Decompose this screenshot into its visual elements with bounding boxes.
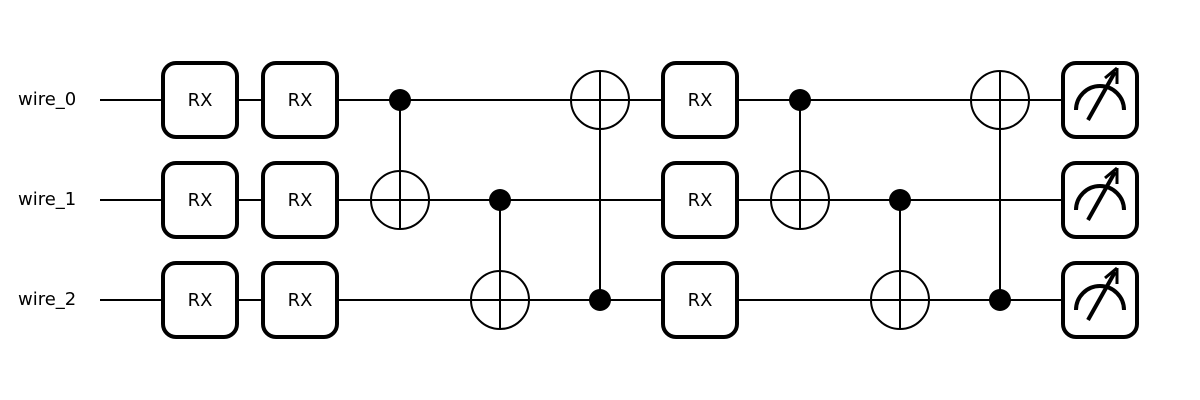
rx-gate-label: RX <box>688 190 713 211</box>
meter-needle-icon <box>1086 171 1117 221</box>
meter-arrowhead-icon <box>1104 166 1119 184</box>
rx-gate-label: RX <box>188 290 213 311</box>
meter-arc-icon <box>1074 184 1126 211</box>
rx-gate-label: RX <box>688 290 713 311</box>
rx-gate <box>661 261 739 339</box>
rx-gate-label: RX <box>288 190 313 211</box>
rx-gate <box>261 61 339 139</box>
cnot-control-dot <box>989 289 1011 311</box>
meter-arc-icon <box>1074 84 1126 111</box>
rx-gate <box>661 161 739 239</box>
rx-gate <box>261 161 339 239</box>
meter-arrowhead-icon <box>1104 66 1119 84</box>
rx-gate <box>661 61 739 139</box>
meter-needle-icon <box>1086 271 1117 321</box>
rx-gate-label: RX <box>188 90 213 111</box>
meter-arrowhead-icon <box>1104 266 1119 284</box>
cnot-control-dot <box>489 189 511 211</box>
wire-label-2: wire_2 <box>18 289 77 310</box>
cnot-control-dot <box>889 189 911 211</box>
rx-gate-label: RX <box>288 290 313 311</box>
rx-gate <box>261 261 339 339</box>
cnot-control-dot <box>589 289 611 311</box>
meter-arc-icon <box>1074 284 1126 311</box>
rx-gate-label: RX <box>688 90 713 111</box>
rx-gate <box>161 61 239 139</box>
rx-gate-label: RX <box>288 90 313 111</box>
rx-gate <box>161 261 239 339</box>
rx-gate <box>161 161 239 239</box>
wire-label-1: wire_1 <box>18 189 77 210</box>
cnot-control-dot <box>789 89 811 111</box>
wire-label-0: wire_0 <box>18 89 77 110</box>
cnot-control-dot <box>389 89 411 111</box>
rx-gate-label: RX <box>188 190 213 211</box>
meter-needle-icon <box>1086 71 1117 121</box>
